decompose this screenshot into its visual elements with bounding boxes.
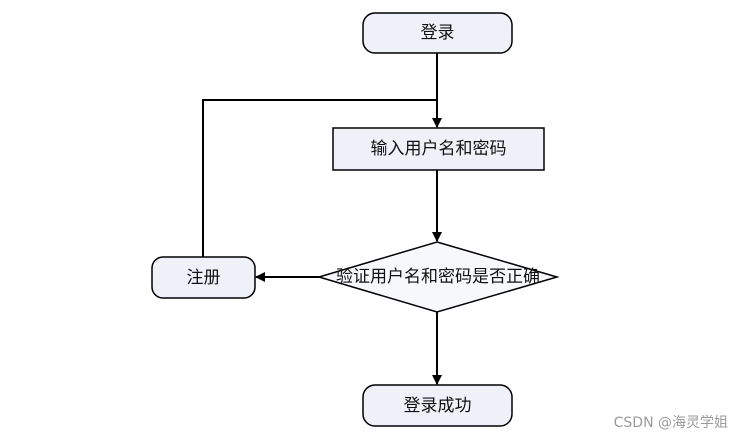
- input-process-shape: [332, 127, 545, 171]
- watermark-text: CSDN @海灵学姐: [613, 415, 728, 431]
- input-node-label: 输入用户名和密码: [370, 139, 507, 159]
- check-node-label: 验证用户名和密码是否正确: [336, 267, 540, 287]
- start-node-label: 登录: [420, 23, 455, 43]
- edge-register-loop-back: [202, 99, 437, 257]
- register-node-label: 注册: [186, 267, 221, 288]
- success-terminal-shape: [362, 384, 513, 427]
- success-node-label: 登录成功: [403, 395, 472, 416]
